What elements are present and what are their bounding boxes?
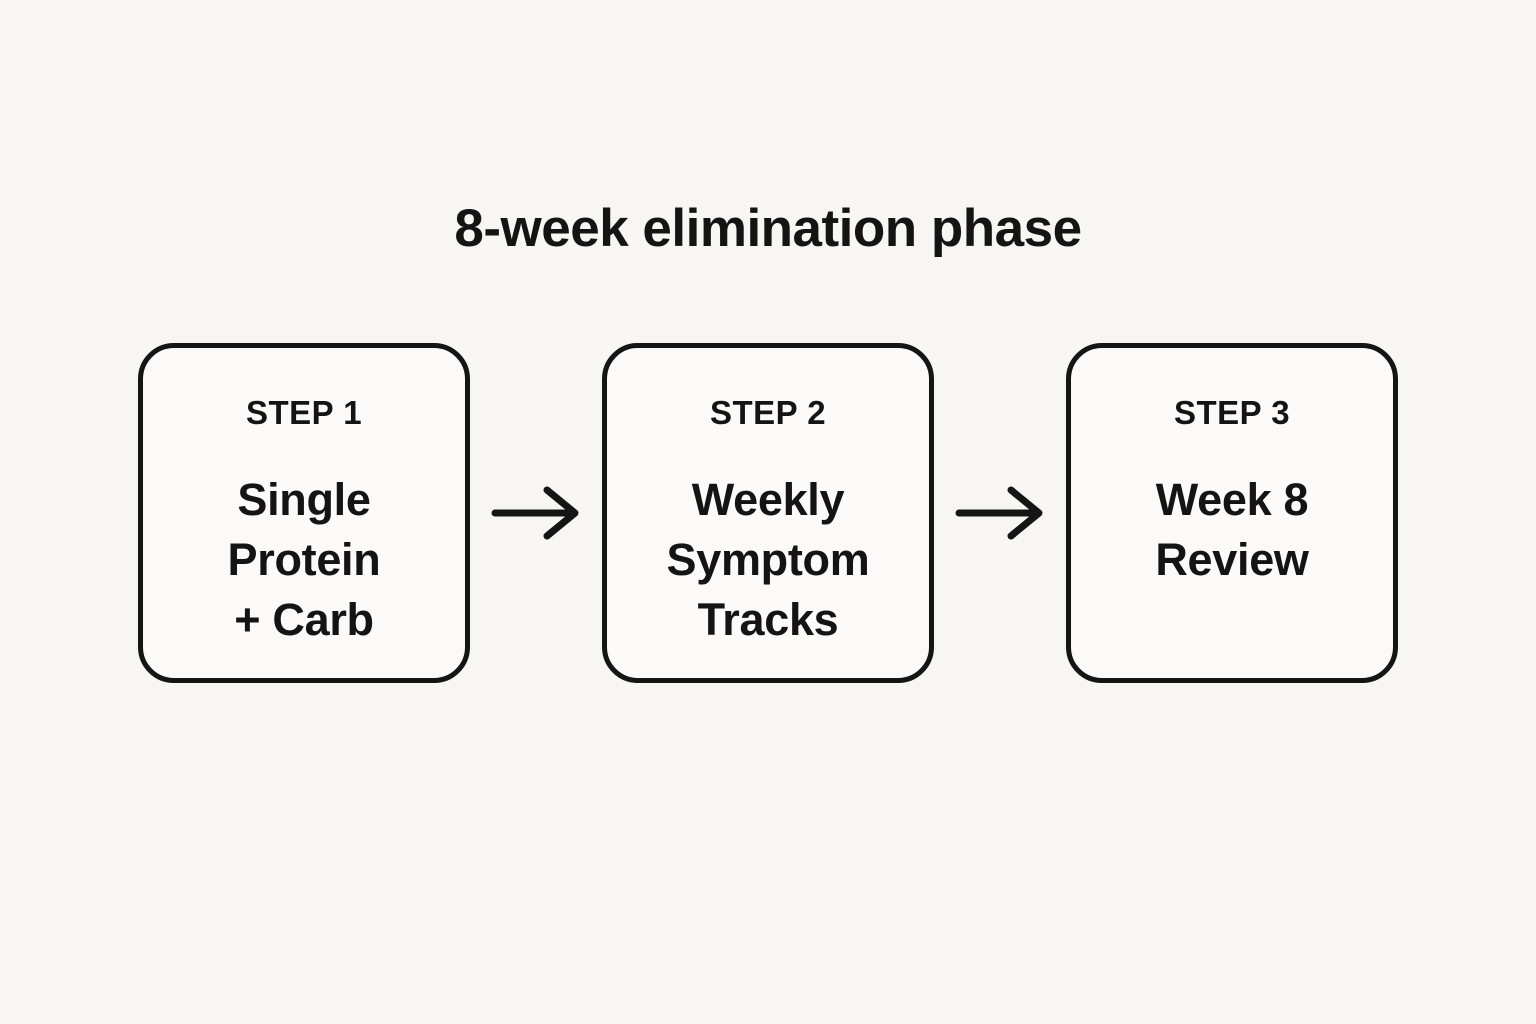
step-label: STEP 1	[245, 394, 363, 431]
step-content: Weekly Symptom Tracks	[607, 470, 929, 650]
step-label: STEP 3	[1173, 394, 1291, 431]
diagram-title: 8-week elimination phase	[454, 199, 1082, 258]
step-content-line: Symptom	[666, 534, 870, 585]
step-content-line: Week 8	[1155, 474, 1309, 525]
step-content: Single Protein + Carb	[143, 470, 465, 650]
step-content-line: Review	[1155, 534, 1309, 585]
arrow-right-icon	[955, 486, 1043, 540]
step-box-3: STEP 3 Week 8 Review	[1066, 343, 1398, 683]
arrow-cell	[470, 343, 602, 683]
arrow-cell	[934, 343, 1066, 683]
step-box-2: STEP 2 Weekly Symptom Tracks	[602, 343, 934, 683]
step-content-line: Protein	[227, 534, 381, 585]
step-content-line: Single	[237, 474, 371, 525]
arrow-right-icon	[491, 486, 579, 540]
step-box-1: STEP 1 Single Protein + Carb	[138, 343, 470, 683]
step-content: Week 8 Review	[1071, 470, 1393, 590]
flow-row: STEP 1 Single Protein + Carb STEP 2 Week…	[0, 343, 1536, 683]
step-label: STEP 2	[709, 394, 827, 431]
step-content-line: Weekly	[691, 474, 845, 525]
step-content-line: + Carb	[234, 594, 374, 645]
step-content-line: Tracks	[697, 594, 839, 645]
